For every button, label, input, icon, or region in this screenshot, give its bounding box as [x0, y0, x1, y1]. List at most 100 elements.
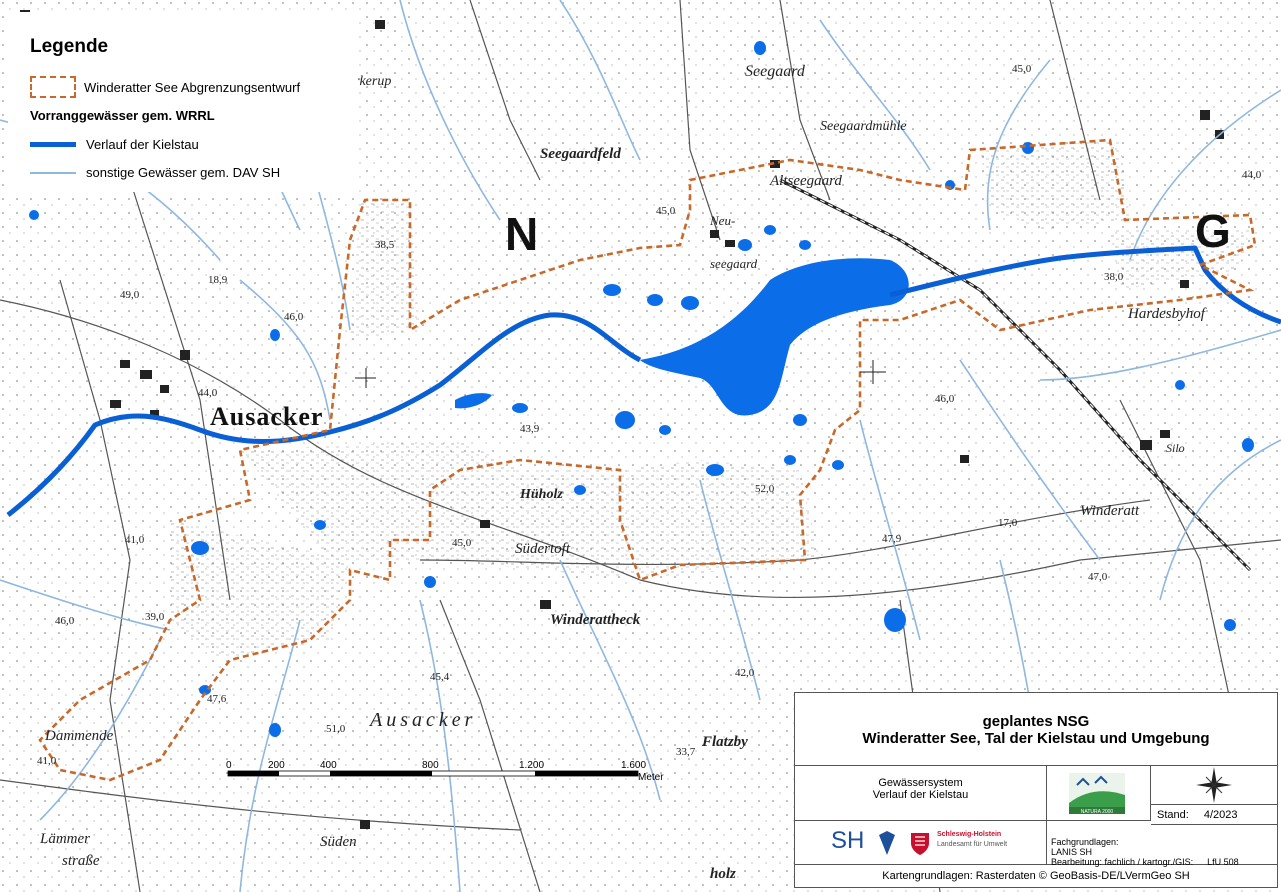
stand-label: Stand: — [1157, 809, 1189, 821]
legend-label-kielstau: Verlauf der Kielstau — [86, 136, 199, 152]
elev-46-0-b: 46,0 — [935, 393, 955, 405]
railway-inner — [779, 179, 1251, 571]
footer-cell: Kartengrundlagen: Rasterdaten © GeoBasis… — [795, 865, 1277, 887]
elev-47-9: 47,9 — [882, 533, 902, 545]
boundary-symbol — [30, 76, 76, 98]
stream-symbol — [30, 162, 78, 182]
agency-name-2: Landesamt für Umwelt — [937, 841, 1008, 848]
grid-crosses — [355, 360, 886, 388]
legend-title: Legende — [30, 36, 109, 57]
place-laemmer: Lämmer — [39, 831, 90, 847]
place-neu-seegaard: seegaard — [710, 256, 758, 271]
elev-52-0: 52,0 — [755, 483, 775, 495]
elev-44-0-b: 44,0 — [1242, 169, 1262, 181]
agency-name-1: Schleswig-Holstein — [937, 831, 1002, 838]
fach-cell: Fachgrundlagen: LANIS SH Bearbeitung: fa… — [1047, 825, 1277, 867]
elev-47-0: 47,0 — [1088, 571, 1108, 583]
elev-47-6: 47,6 — [207, 693, 227, 705]
elev-51-0: 51,0 — [326, 723, 346, 735]
title-block: geplantes NSG Winderatter See, Tal der K… — [794, 692, 1278, 888]
map-legend: Legende Winderatter See Abgrenzungsentwu… — [8, 12, 358, 192]
small-lake — [455, 393, 492, 409]
north-arrow-icon — [1196, 767, 1232, 803]
system-cell: Gewässersystem Verlauf der Kielstau — [795, 765, 1047, 821]
elev-33-7: 33,7 — [676, 746, 696, 758]
place-sueden: Süden — [320, 834, 357, 850]
scale-tick-400: 400 — [320, 760, 337, 771]
natura-2000-logo: NATURA 2000 — [1069, 773, 1125, 815]
winderatter-see[interactable] — [640, 258, 909, 416]
elev-41-0: 41,0 — [125, 534, 145, 546]
elev-45-0-c: 45,0 — [452, 537, 472, 549]
footer-text: Kartengrundlagen: Rasterdaten © GeoBasis… — [882, 870, 1190, 882]
elev-42-0: 42,0 — [735, 667, 755, 679]
fach-value: LANIS SH — [1051, 847, 1093, 857]
scale-tick-1600: 1.600 — [621, 760, 646, 771]
natura-logo-cell: NATURA 2000 — [1047, 765, 1151, 821]
north-arrow-cell — [1151, 765, 1277, 805]
elev-44-0: 44,0 — [198, 387, 218, 399]
elev-46-0-c: 46,0 — [55, 615, 75, 627]
legend-label-wrrl: Vorranggewässer gem. WRRL — [30, 108, 215, 123]
place-hueholz: Hüholz — [519, 487, 563, 502]
elevation-labels: 18,9 49,0 46,0 44,0 38,5 45,0 43,9 46,0 … — [37, 63, 1262, 767]
elev-43-9: 43,9 — [520, 423, 540, 435]
system-line-1: Gewässersystem — [878, 777, 963, 789]
elev-38-5: 38,5 — [375, 239, 395, 251]
place-seegaard: Seegaard — [745, 63, 806, 80]
place-winderattheck: Winderattheck — [550, 612, 641, 628]
stand-value: 4/2023 — [1203, 809, 1238, 821]
legend-row-streams: sonstige Gewässer gem. DAV SH — [30, 162, 280, 182]
place-ausacker: Ausacker — [210, 402, 323, 431]
scale-tick-800: 800 — [422, 760, 439, 771]
scale-tick-0: 0 — [226, 760, 232, 771]
title-header: geplantes NSG Winderatter See, Tal der K… — [795, 693, 1277, 766]
scale-bar: 0 200 400 800 1.200 1.600 Meter — [226, 758, 671, 788]
place-dammende: Dammende — [44, 728, 114, 744]
system-line-2: Verlauf der Kielstau — [872, 789, 969, 801]
title-line-2: Winderatter See, Tal der Kielstau und Um… — [862, 730, 1210, 747]
title-line-1: geplantes NSG — [982, 713, 1090, 730]
scale-unit: Meter — [638, 772, 664, 783]
elev-38-0: 38,0 — [1104, 271, 1124, 283]
agency-cell: SH Schleswig-Holstein Landesamt für Umwe… — [795, 821, 1047, 865]
elev-41-0-b: 41,0 — [37, 755, 57, 767]
place-hardesbyhof: Hardesbyhof — [1127, 306, 1207, 322]
svg-text:NATURA 2000: NATURA 2000 — [1081, 809, 1114, 815]
sheet-letter-g: G — [1195, 205, 1231, 257]
place-holz: holz — [710, 866, 736, 882]
kielstau-symbol — [30, 134, 78, 154]
scale-tick-1200: 1.200 — [519, 760, 544, 771]
stand-cell: Stand: 4/2023 — [1151, 805, 1277, 825]
place-suedertoft: Südertoft — [515, 541, 571, 557]
place-silo: Silo — [1166, 441, 1185, 455]
legend-label-streams: sonstige Gewässer gem. DAV SH — [86, 164, 281, 180]
elev-45-4: 45,4 — [430, 671, 450, 683]
place-seegaardfeld: Seegaardfeld — [540, 146, 621, 162]
legend-label-boundary: Winderatter See Abgrenzungsentwurf — [84, 79, 301, 95]
marsh-areas — [170, 140, 1250, 660]
place-seegaardmuehle: Seegaardmühle — [820, 119, 907, 134]
place-altseegaard: Altseegaard — [769, 173, 842, 189]
agency-short: SH — [831, 827, 865, 854]
elev-46-0: 46,0 — [284, 311, 304, 323]
sheet-letter-n: N — [505, 208, 538, 260]
lfu-code: LfU 508 — [1207, 857, 1239, 867]
place-ausacker-2: Ausacker — [368, 709, 476, 731]
elev-45-0: 45,0 — [656, 205, 676, 217]
place-winderatt: Winderatt — [1080, 503, 1140, 519]
elev-49-0: 49,0 — [120, 289, 140, 301]
ponds — [29, 41, 1254, 737]
elev-39-0: 39,0 — [145, 611, 165, 623]
place-flatzby: Flatzby — [701, 734, 748, 750]
elev-45-0-b: 45,0 — [1012, 63, 1032, 75]
place-strasse: straße — [62, 853, 100, 869]
legend-row-heading: Vorranggewässer gem. WRRL — [30, 108, 215, 123]
scale-tick-200: 200 — [268, 760, 285, 771]
bearbeitung-text: Bearbeitung: fachlich / kartogr./GIS: — [1051, 857, 1194, 867]
coat-of-arms-icon — [879, 831, 929, 855]
legend-row-kielstau: Verlauf der Kielstau — [30, 134, 199, 154]
place-neu: Neu- — [709, 213, 735, 228]
elev-17-0: 17,0 — [998, 517, 1018, 529]
